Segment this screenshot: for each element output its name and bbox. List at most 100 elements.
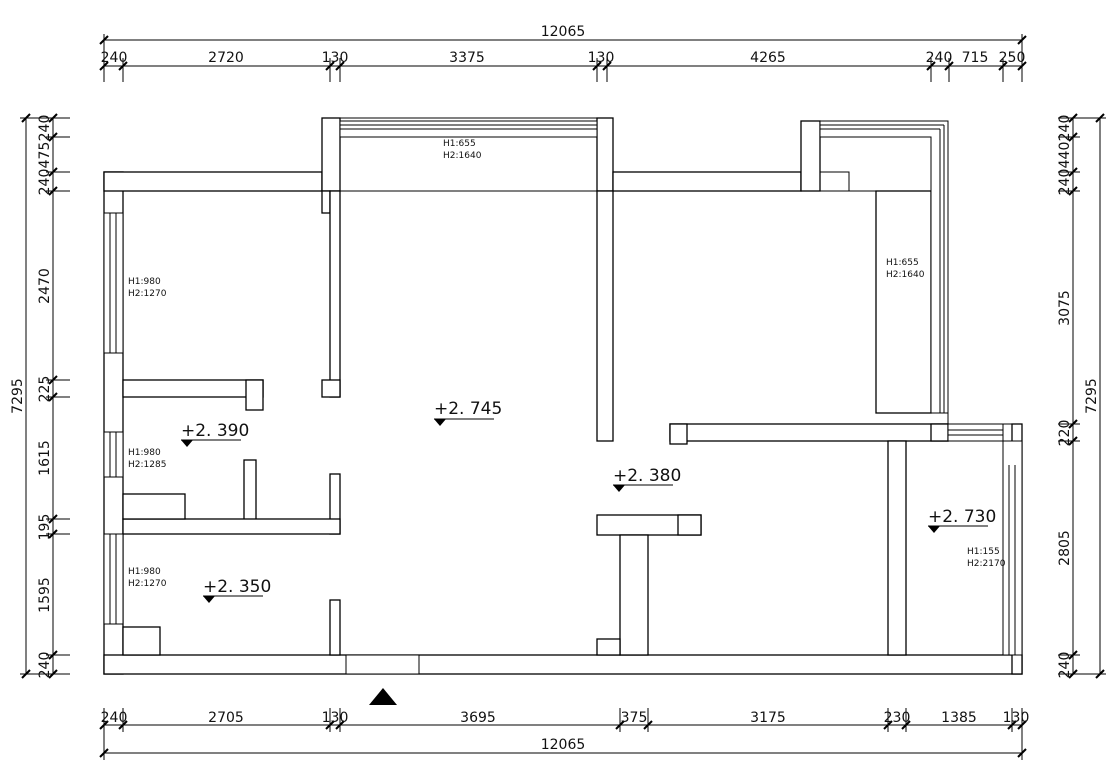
dim-right-3: 3075 [1057, 290, 1073, 326]
window-note-5-h1: H1:155 [967, 547, 1000, 557]
dim-bottom-3: 3695 [460, 710, 496, 726]
dim-top-2: 130 [322, 50, 349, 66]
window-note-2-h2: H2:1270 [128, 289, 167, 299]
level-marker-1: +2. 390 [181, 421, 249, 447]
dim-left-8: 240 [37, 652, 53, 679]
dim-top-total: 12065 [541, 24, 586, 40]
window-note-2-h1: H1:980 [128, 277, 161, 287]
dimension-top [99, 34, 1027, 82]
dim-top-7: 715 [962, 50, 989, 66]
dim-bottom-2: 130 [322, 710, 349, 726]
balcony-panel [875, 190, 932, 414]
dim-right-0: 240 [1057, 115, 1073, 142]
window-note-1-h2: H2:1640 [443, 151, 482, 161]
level-triangle-icon [181, 440, 193, 447]
window-note-5-h2: H2:2170 [967, 559, 1006, 569]
wall-top-left-return [321, 117, 341, 192]
dim-bottom-1: 2705 [208, 710, 244, 726]
partition-kitchen-notch [677, 514, 702, 536]
partition-kitchen-north [669, 423, 949, 442]
dimension-right [1058, 113, 1106, 679]
dim-bottom-6: 230 [884, 710, 911, 726]
window-note-6-h1: H1:980 [128, 567, 161, 577]
dim-right-6: 240 [1057, 652, 1073, 679]
partition-stub [321, 190, 331, 214]
bedroom3-fixture [122, 626, 161, 656]
window-note-3: H1:655 H2:1640 [886, 258, 925, 280]
wall-bottom [103, 654, 1023, 675]
window-study-top [947, 423, 1004, 442]
dim-bottom-5: 3175 [750, 710, 786, 726]
level-triangle-icon [613, 485, 625, 492]
dim-left-0: 240 [37, 115, 53, 142]
level-label-1: +2. 390 [181, 421, 249, 441]
partition-stub-2 [245, 379, 264, 411]
level-marker-4: +2. 730 [928, 507, 996, 533]
level-triangle-icon [203, 596, 215, 603]
dim-left-5: 1615 [37, 440, 53, 476]
dimension-left [20, 113, 70, 679]
window-note-5: H1:155 H2:2170 [967, 547, 1006, 569]
dim-left-1: 475 [37, 142, 53, 169]
dim-top-1: 2720 [208, 50, 244, 66]
level-label-5: +2. 350 [203, 577, 271, 597]
dim-top-5: 4265 [750, 50, 786, 66]
partition-bath-1 [243, 459, 257, 521]
partition-fixture [596, 638, 621, 656]
dim-top-8: 250 [999, 50, 1026, 66]
partition-corner [930, 423, 949, 442]
partition-bedroom1-east [329, 190, 341, 398]
dim-bottom-8: 130 [1003, 710, 1030, 726]
wall-top-left [103, 171, 323, 192]
partition-bedroom1-corner [321, 379, 341, 398]
partition-kitchen-east [887, 440, 907, 656]
dim-right-5: 2805 [1057, 530, 1073, 566]
partition-center [596, 190, 614, 442]
dim-right-4: 220 [1057, 420, 1073, 447]
level-label-3: +2. 380 [613, 466, 681, 486]
dim-top-3: 3375 [449, 50, 485, 66]
dim-left-2: 240 [37, 169, 53, 196]
level-triangle-icon [928, 526, 940, 533]
level-triangle-icon [434, 419, 446, 426]
partition-kitchen-stub [669, 423, 688, 445]
dim-top-6: 240 [926, 50, 953, 66]
windows [103, 120, 1023, 675]
wall-top-right [612, 171, 802, 192]
level-label-2: +2. 745 [434, 399, 502, 419]
dim-left-3: 2470 [37, 268, 53, 304]
level-marker-2: +2. 745 [434, 399, 502, 426]
window-study [1002, 440, 1023, 656]
partition-bedroom1-south [122, 379, 264, 398]
window-note-4-h2: H2:1285 [128, 460, 166, 470]
dim-bottom-total: 12065 [541, 737, 586, 753]
dim-top-0: 240 [101, 50, 128, 66]
window-bedroom3 [103, 533, 124, 625]
entrance-door [345, 654, 420, 675]
dim-bottom-0: 240 [101, 710, 128, 726]
window-note-3-h1: H1:655 [886, 258, 919, 268]
dim-right-1: 440 [1057, 142, 1073, 169]
window-note-1: H1:655 H2:1640 [443, 139, 482, 161]
dim-right-2: 240 [1057, 169, 1073, 196]
dim-left-total: 7295 [10, 378, 26, 414]
window-note-4-h1: H1:980 [128, 448, 161, 458]
window-note-4: H1:980 H2:1285 [128, 448, 166, 470]
window-balcony [819, 120, 949, 414]
dim-left-6: 195 [37, 514, 53, 541]
window-note-2: H1:980 H2:1270 [128, 277, 167, 299]
dim-right-total: 7295 [1084, 378, 1100, 414]
window-note-3-h2: H2:1640 [886, 270, 925, 280]
wall-top-right-return [800, 120, 821, 192]
partition-kitchen-west [619, 534, 649, 656]
level-marker-3: +2. 380 [613, 466, 681, 492]
dimension-bottom [99, 708, 1027, 760]
dim-bottom-4: 375 [621, 710, 648, 726]
window-note-6-h2: H2:1270 [128, 579, 167, 589]
dim-top-4: 130 [588, 50, 615, 66]
level-marker-5: +2. 350 [203, 577, 271, 603]
wall-top-mid-return [596, 117, 614, 192]
entrance-arrow-icon [369, 688, 397, 705]
window-bedroom2 [103, 431, 124, 478]
window-bedroom1 [103, 212, 124, 354]
